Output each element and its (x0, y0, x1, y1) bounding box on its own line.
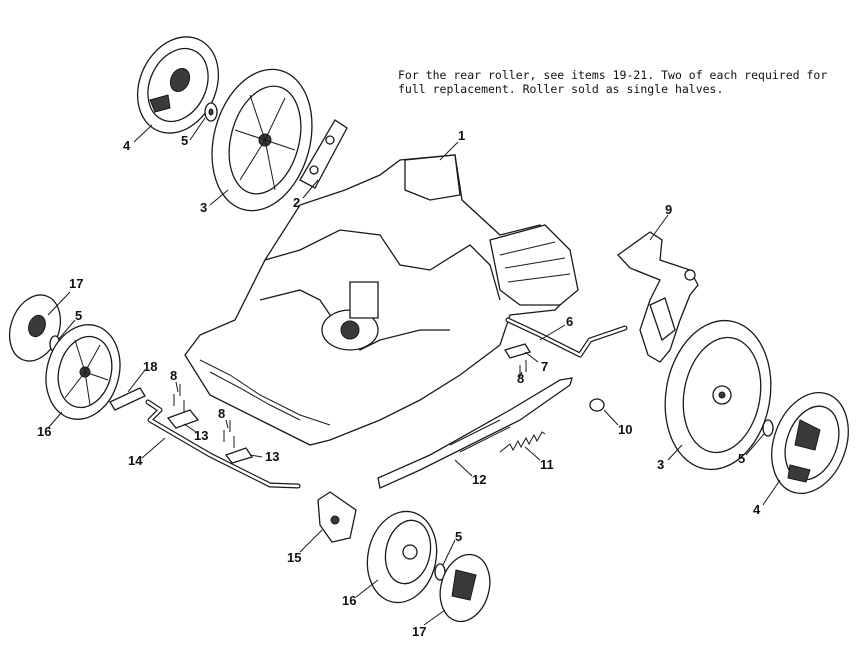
callout-4-top: 4 (123, 138, 131, 153)
callout-2: 2 (293, 195, 301, 210)
part-deck-chassis (184, 154, 579, 446)
part-height-rod-front (145, 399, 301, 489)
part-bracket (299, 119, 348, 189)
part-pivot-bracket-upper (166, 409, 200, 429)
callout-5-right: 5 (738, 451, 746, 466)
leader-lines (47, 117, 781, 626)
part-wheel-front-left (45, 324, 121, 420)
callout-5-left: 5 (75, 308, 83, 323)
part-screws-left (173, 360, 527, 448)
callout-3-top: 3 (200, 200, 208, 215)
callout-17-bottom: 17 (412, 624, 427, 639)
part-washer-rear-right (762, 419, 774, 437)
callout-8-lower: 8 (218, 406, 226, 421)
part-lever-bar (377, 377, 573, 489)
part-front-bracket (317, 491, 357, 543)
callout-18: 18 (143, 359, 158, 374)
part-height-lever (617, 231, 699, 363)
part-pivot-bracket-lower (224, 447, 254, 464)
part-hubcap-front-left (8, 294, 62, 362)
callout-12: 12 (472, 472, 487, 487)
callout-4-right: 4 (753, 502, 761, 517)
callout-10: 10 (618, 422, 633, 437)
part-clip (109, 387, 146, 411)
callout-11: 11 (540, 457, 554, 472)
callout-13-lower: 13 (265, 449, 280, 464)
callout-15: 15 (287, 550, 302, 565)
callout-9: 9 (665, 202, 673, 217)
callout-5-top: 5 (181, 133, 189, 148)
part-spring (499, 431, 546, 453)
part-plate (503, 343, 532, 359)
part-nut (589, 398, 605, 412)
callout-6: 6 (566, 314, 574, 329)
callout-3-right: 3 (657, 457, 665, 472)
part-hubcap-rear-left (136, 36, 220, 134)
part-wheel-front-bottom (366, 510, 438, 604)
callout-13-upper: 13 (194, 428, 209, 443)
part-height-rod-rear (505, 317, 628, 358)
callout-16-left: 16 (37, 424, 52, 439)
callout-7: 7 (541, 359, 549, 374)
callout-8-upper: 8 (170, 368, 178, 383)
callout-17-left: 17 (69, 276, 84, 291)
part-hubcap-rear-right (771, 391, 849, 495)
rear-roller-note: For the rear roller, see items 19-21. Tw… (398, 68, 828, 96)
part-wheel-rear-left (211, 68, 313, 212)
callout-8-right: 8 (517, 371, 525, 386)
callout-5-bottom: 5 (455, 529, 463, 544)
callout-16-bottom: 16 (342, 593, 357, 608)
part-wheel-rear-right (664, 319, 772, 471)
part-hubcap-front-bottom (439, 553, 491, 623)
callout-1: 1 (458, 128, 466, 143)
callout-14: 14 (128, 453, 143, 468)
part-washer-rear-left (204, 102, 218, 122)
